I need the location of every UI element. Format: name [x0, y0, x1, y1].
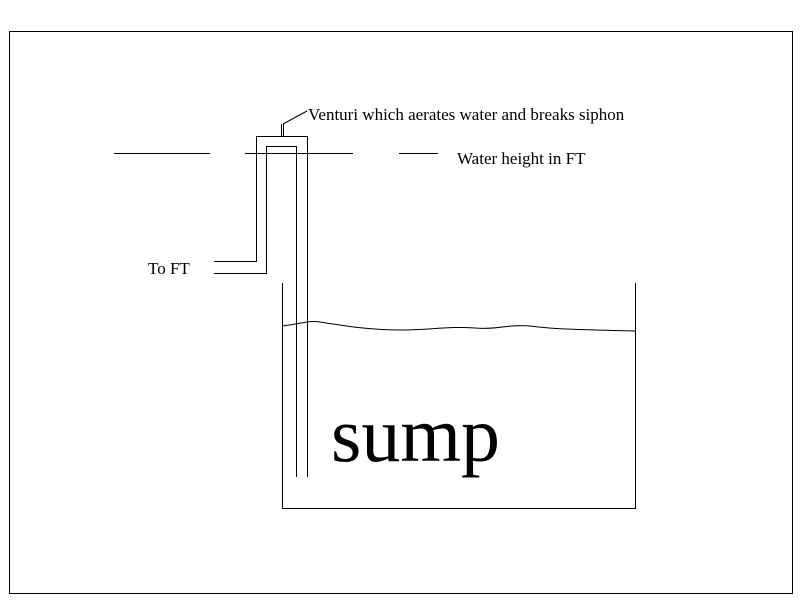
pipe-inner-wall	[214, 146, 297, 477]
venturi-nozzle	[281, 110, 308, 137]
water-height-label: Water height in FT	[457, 149, 586, 168]
pipe-outer-wall	[214, 136, 308, 477]
diagram-border	[9, 31, 793, 594]
sump-label: sump	[331, 391, 500, 478]
venturi-leader-line	[282, 110, 308, 125]
sump-tank	[281, 283, 636, 509]
sump-water-surface	[281, 321, 636, 332]
sump-walls	[282, 283, 636, 509]
venturi-label: Venturi which aerates water and breaks s…	[308, 105, 625, 124]
to-ft-label: To FT	[148, 259, 190, 278]
siphon-pipe	[214, 136, 308, 477]
